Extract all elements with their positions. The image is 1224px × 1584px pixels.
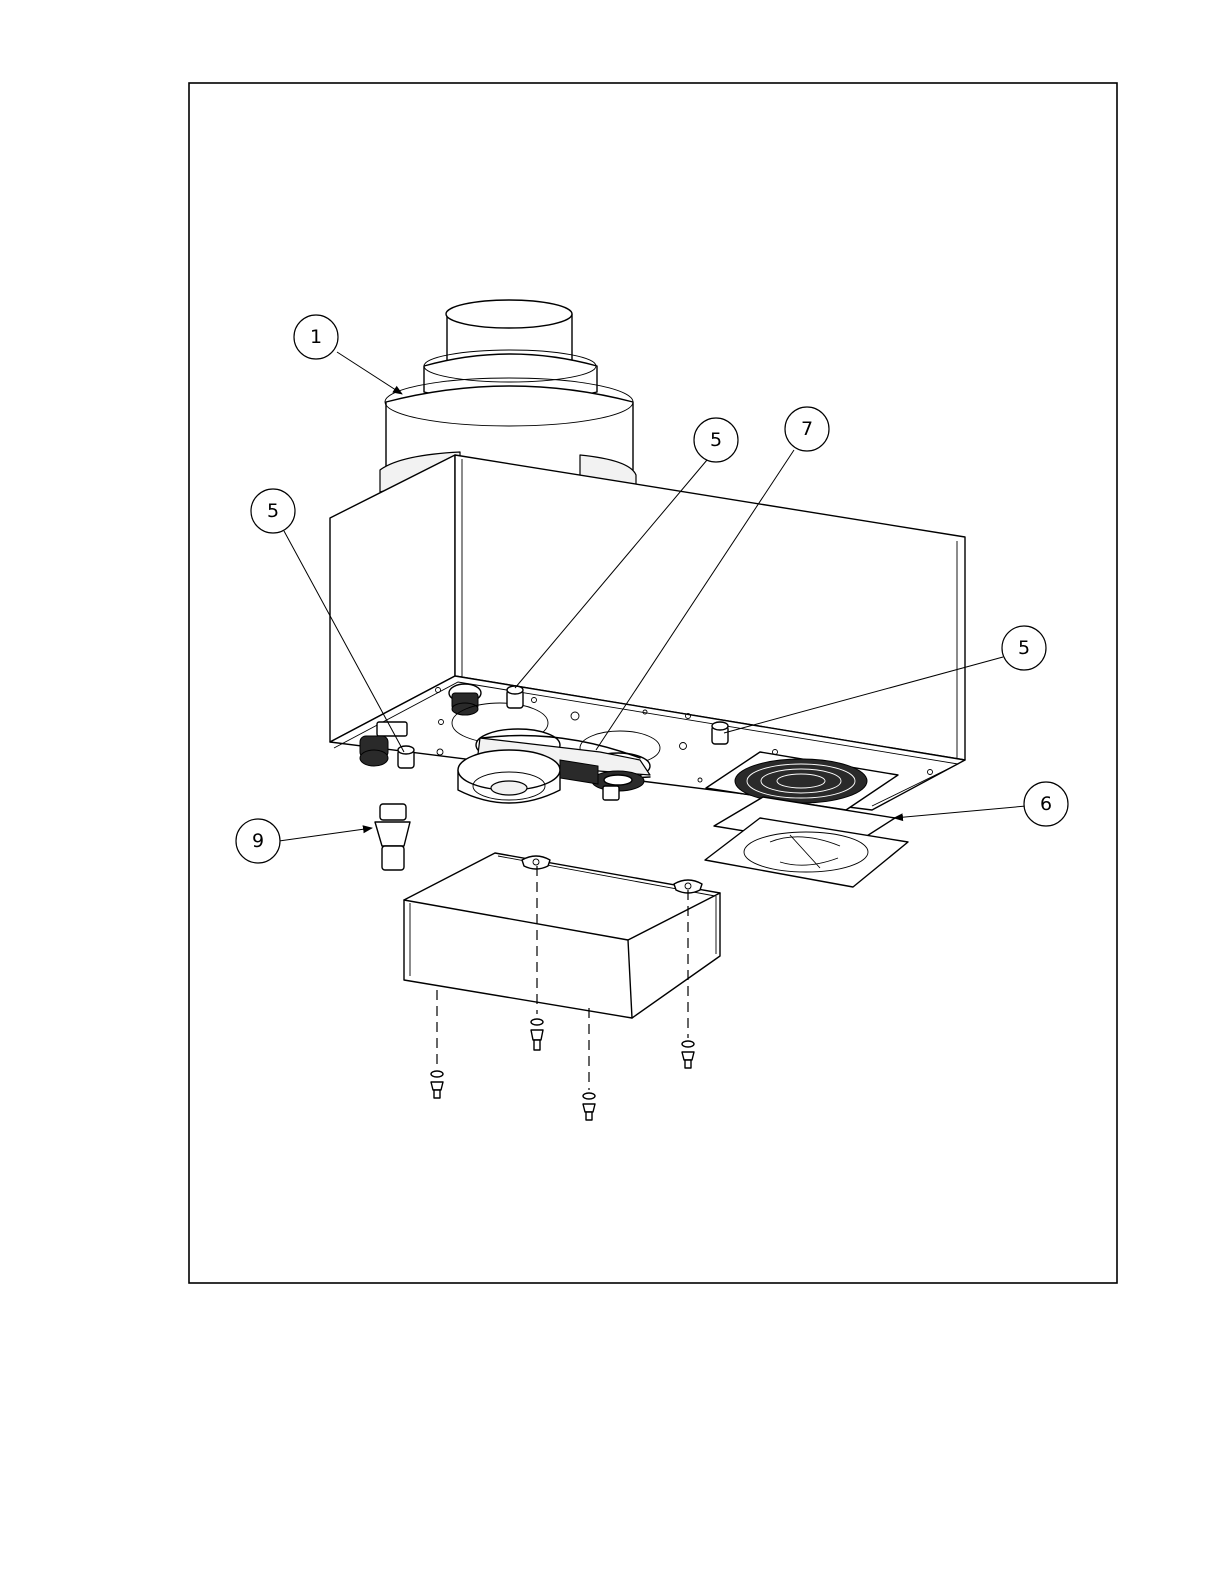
callout-5b: 5 — [251, 489, 295, 533]
callout-9: 9 — [236, 819, 280, 863]
fan-guard — [705, 797, 908, 887]
callout-6-label: 6 — [1040, 793, 1052, 815]
callout-5a: 5 — [694, 418, 738, 462]
callout-6: 6 — [1024, 782, 1068, 826]
push-fitting — [375, 804, 410, 870]
callout-5c-label: 5 — [1018, 637, 1030, 659]
callout-5c: 5 — [1002, 626, 1046, 670]
electronics-cover — [404, 853, 720, 1018]
callout-7: 7 — [785, 407, 829, 451]
callout-1: 1 — [294, 315, 338, 359]
callout-1-label: 1 — [310, 326, 322, 348]
callout-5b-label: 5 — [267, 500, 279, 522]
callout-9-label: 9 — [252, 830, 264, 852]
main-enclosure — [330, 455, 965, 810]
callout-7-label: 7 — [801, 418, 813, 440]
callout-5a-label: 5 — [710, 429, 722, 451]
